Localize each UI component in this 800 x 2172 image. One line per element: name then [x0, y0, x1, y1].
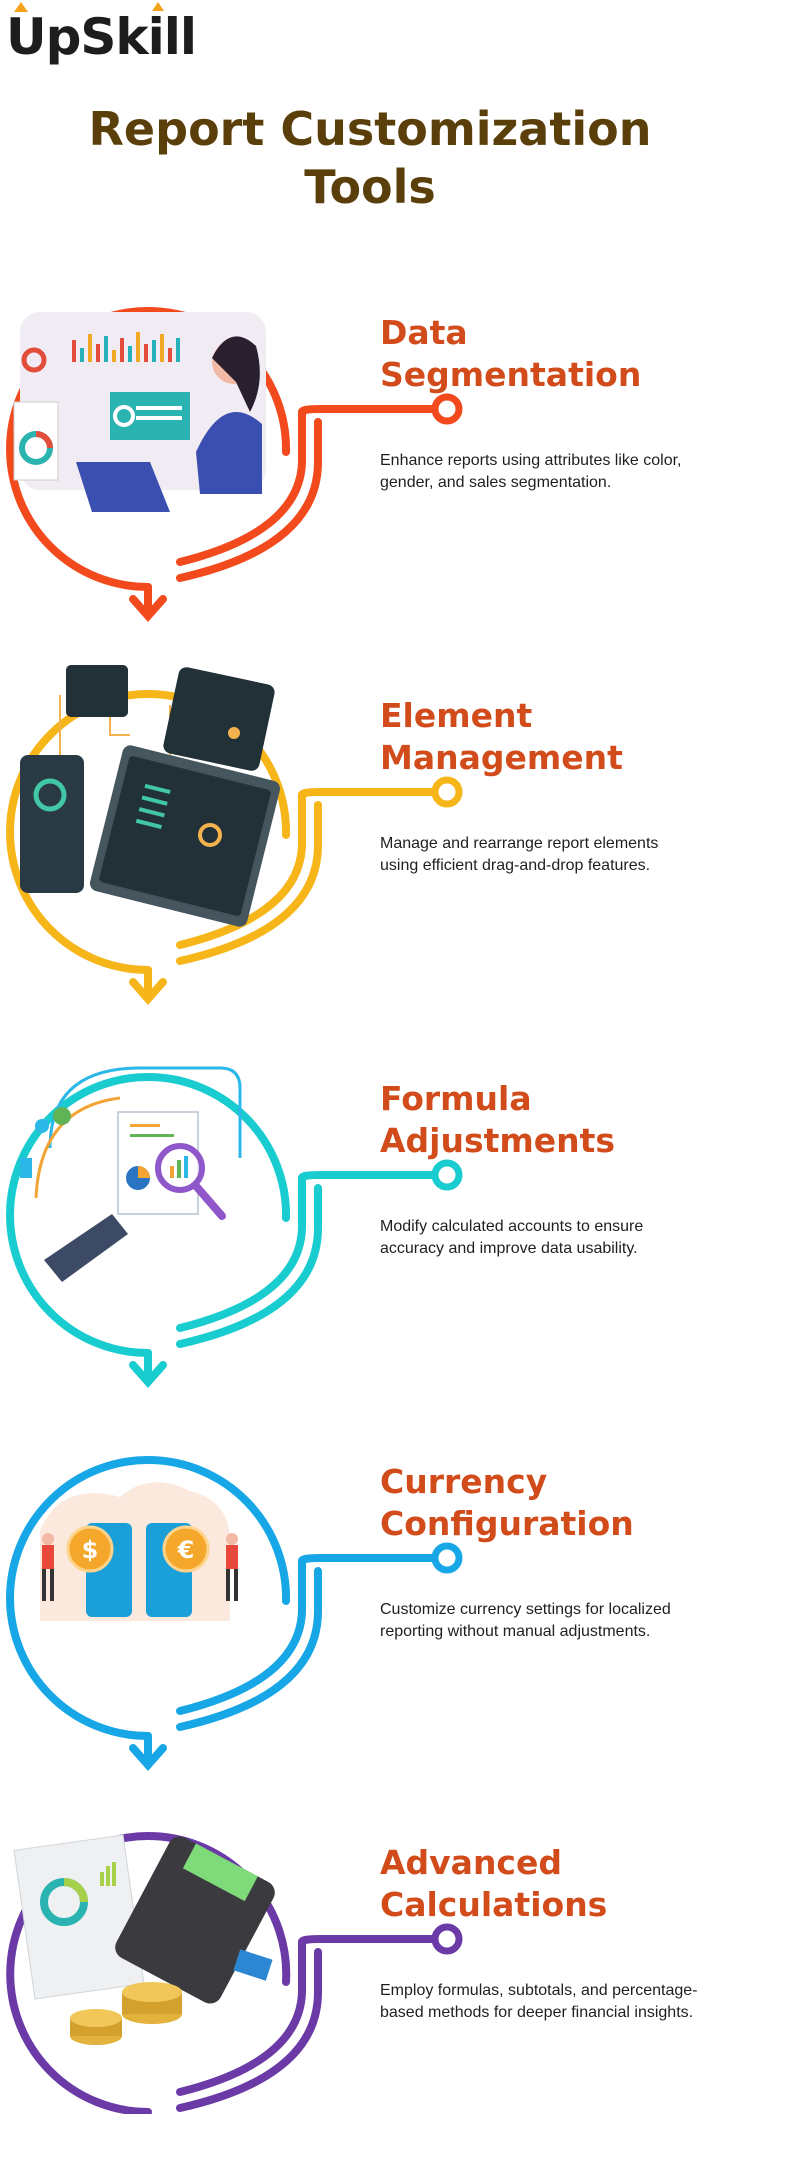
- section-title: Element Management: [380, 695, 623, 779]
- section-frame: [6, 1832, 463, 2114]
- section-description: Manage and rearrange report elements usi…: [380, 835, 659, 874]
- section-title: Advanced Calculations: [380, 1842, 607, 1926]
- section-title-line-2: Management: [380, 738, 623, 777]
- logo: UpSkill: [6, 8, 197, 66]
- page-title: Report Customization Tools: [60, 100, 680, 216]
- section-title-line-1: Data: [380, 313, 468, 352]
- section-frame: [6, 665, 463, 1006]
- section-title-line-2: Calculations: [380, 1885, 608, 1924]
- page-title-line-1: Report Customization: [88, 102, 652, 156]
- section-title-line-1: Formula: [380, 1079, 532, 1118]
- magnifier-report-illustration: [20, 1066, 242, 1282]
- section-element-management: Element Management Manage and rearrange …: [0, 645, 800, 1025]
- logo-accent-icon-2: [152, 2, 164, 11]
- section-title-line-1: Element: [380, 696, 533, 735]
- section-frame: $ €: [6, 1456, 463, 1772]
- section-title: Currency Configuration: [380, 1461, 634, 1545]
- svg-text:$: $: [82, 1536, 99, 1564]
- section-title: Data Segmentation: [380, 312, 641, 396]
- section-title-line-1: Advanced: [380, 1843, 562, 1882]
- section-title-line-2: Segmentation: [380, 355, 642, 394]
- section-data-segmentation: Data Segmentation Enhance reports using …: [0, 262, 800, 642]
- section-currency-configuration: $ € Currency Configuration Customize cur…: [0, 1411, 800, 1791]
- section-description: Enhance reports using attributes like co…: [380, 452, 682, 491]
- section-description: Modify calculated accounts to ensure acc…: [380, 1218, 644, 1257]
- section-title-line-2: Configuration: [380, 1504, 634, 1543]
- section-title-line-2: Adjustments: [380, 1121, 616, 1160]
- section-title: Formula Adjustments: [380, 1078, 615, 1162]
- section-description: Employ formulas, subtotals, and percenta…: [380, 1982, 698, 2021]
- section-description: Customize currency settings for localize…: [380, 1601, 671, 1640]
- calculator-coins-illustration: [13, 1834, 275, 2045]
- section-frame: [6, 1066, 463, 1389]
- woman-laptop-illustration: [13, 312, 266, 512]
- section-advanced-calculations: Advanced Calculations Employ formulas, s…: [0, 1792, 800, 2172]
- section-formula-adjustments: Formula Adjustments Modify calculated ac…: [0, 1028, 800, 1408]
- page-title-line-2: Tools: [304, 160, 436, 214]
- section-frame: [6, 307, 463, 623]
- logo-accent-icon: [14, 2, 28, 12]
- dashboard-screens-illustration: [20, 665, 281, 927]
- section-title-line-1: Currency: [380, 1462, 548, 1501]
- currency-exchange-illustration: $ €: [40, 1482, 238, 1621]
- svg-text:€: €: [177, 1536, 195, 1564]
- logo-text: UpSkill: [6, 8, 197, 66]
